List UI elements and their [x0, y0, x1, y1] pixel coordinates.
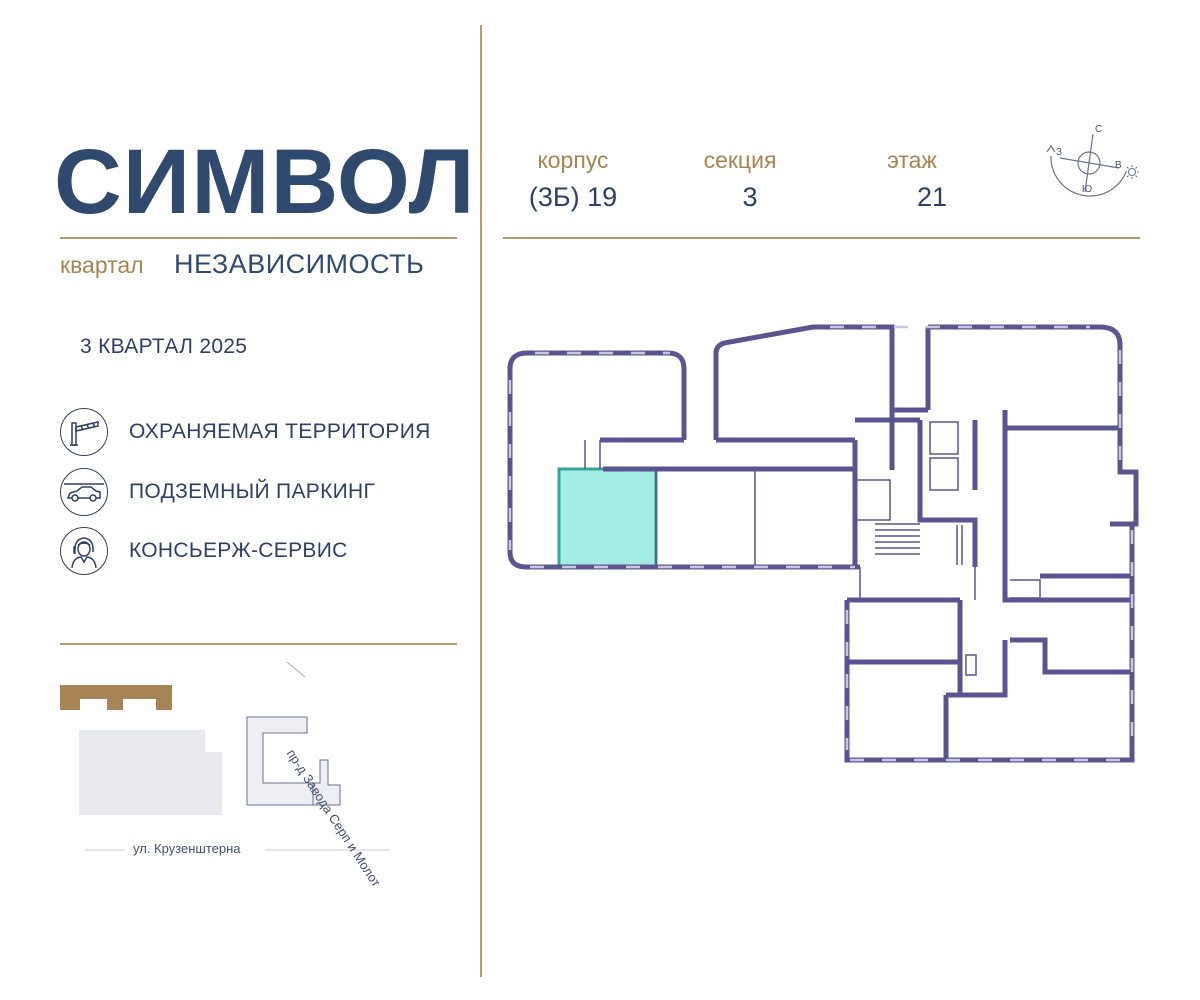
corridor-wall — [1002, 410, 1135, 603]
divider-top — [60, 237, 457, 239]
feature-label: КОНСЬЕРЖ-СЕРВИС — [129, 539, 348, 562]
outer-wall — [844, 597, 960, 763]
building-value: (3Б) 19 — [528, 182, 618, 212]
completion-date: 3 КВАРТАЛ 2025 — [80, 335, 248, 358]
logo-title: СИМВОЛ — [54, 131, 476, 233]
section-label: секция — [703, 147, 777, 173]
corridor-wall — [847, 600, 1008, 698]
compass-south: Ю — [1082, 184, 1093, 195]
outer-wall — [928, 324, 1139, 527]
selected-apartment — [557, 467, 658, 569]
floor-plan — [507, 324, 1139, 763]
street-bottom-label: ул. Крузенштерна — [133, 841, 241, 856]
compass-east: В — [1115, 160, 1122, 171]
compass-north: С — [1095, 124, 1103, 135]
corridor-wall — [1010, 637, 1132, 675]
section-value: 3 — [742, 182, 758, 212]
project-block — [246, 716, 314, 806]
vertical-divider — [480, 25, 482, 977]
subtitle-small: квартал — [60, 252, 144, 278]
corridor-wall — [855, 407, 928, 470]
car-icon — [60, 468, 108, 516]
neighbor-building — [60, 685, 172, 710]
feature-label: ПОДЗЕМНЫЙ ПАРКИНГ — [129, 480, 376, 503]
divider-bottom — [60, 643, 457, 645]
subtitle-big: НЕЗАВИСИМОСТЬ — [174, 249, 425, 279]
corridor-wall — [917, 420, 978, 567]
barrier-icon — [60, 408, 108, 456]
feature-parking: ПОДЗЕМНЫЙ ПАРКИНГ — [60, 468, 375, 516]
site-map — [60, 661, 390, 851]
building-label: корпус — [537, 147, 609, 173]
divider-header — [503, 237, 1140, 239]
compass-icon: С З В Ю — [1042, 122, 1142, 207]
floor-value: 21 — [916, 182, 948, 212]
feature-security: ОХРАНЯЕМАЯ ТЕРРИТОРИЯ — [60, 408, 431, 456]
concierge-icon — [60, 527, 108, 575]
floor-label: этаж — [887, 147, 937, 173]
existing-block — [79, 730, 222, 815]
corridor-wall — [600, 437, 858, 567]
outer-wall — [943, 521, 1135, 763]
feature-label: ОХРАНЯЕМАЯ ТЕРРИТОРИЯ — [129, 420, 431, 443]
feature-concierge: КОНСЬЕРЖ-СЕРВИС — [60, 527, 348, 575]
outer-wall — [713, 324, 895, 440]
compass-west: З — [1056, 147, 1063, 158]
